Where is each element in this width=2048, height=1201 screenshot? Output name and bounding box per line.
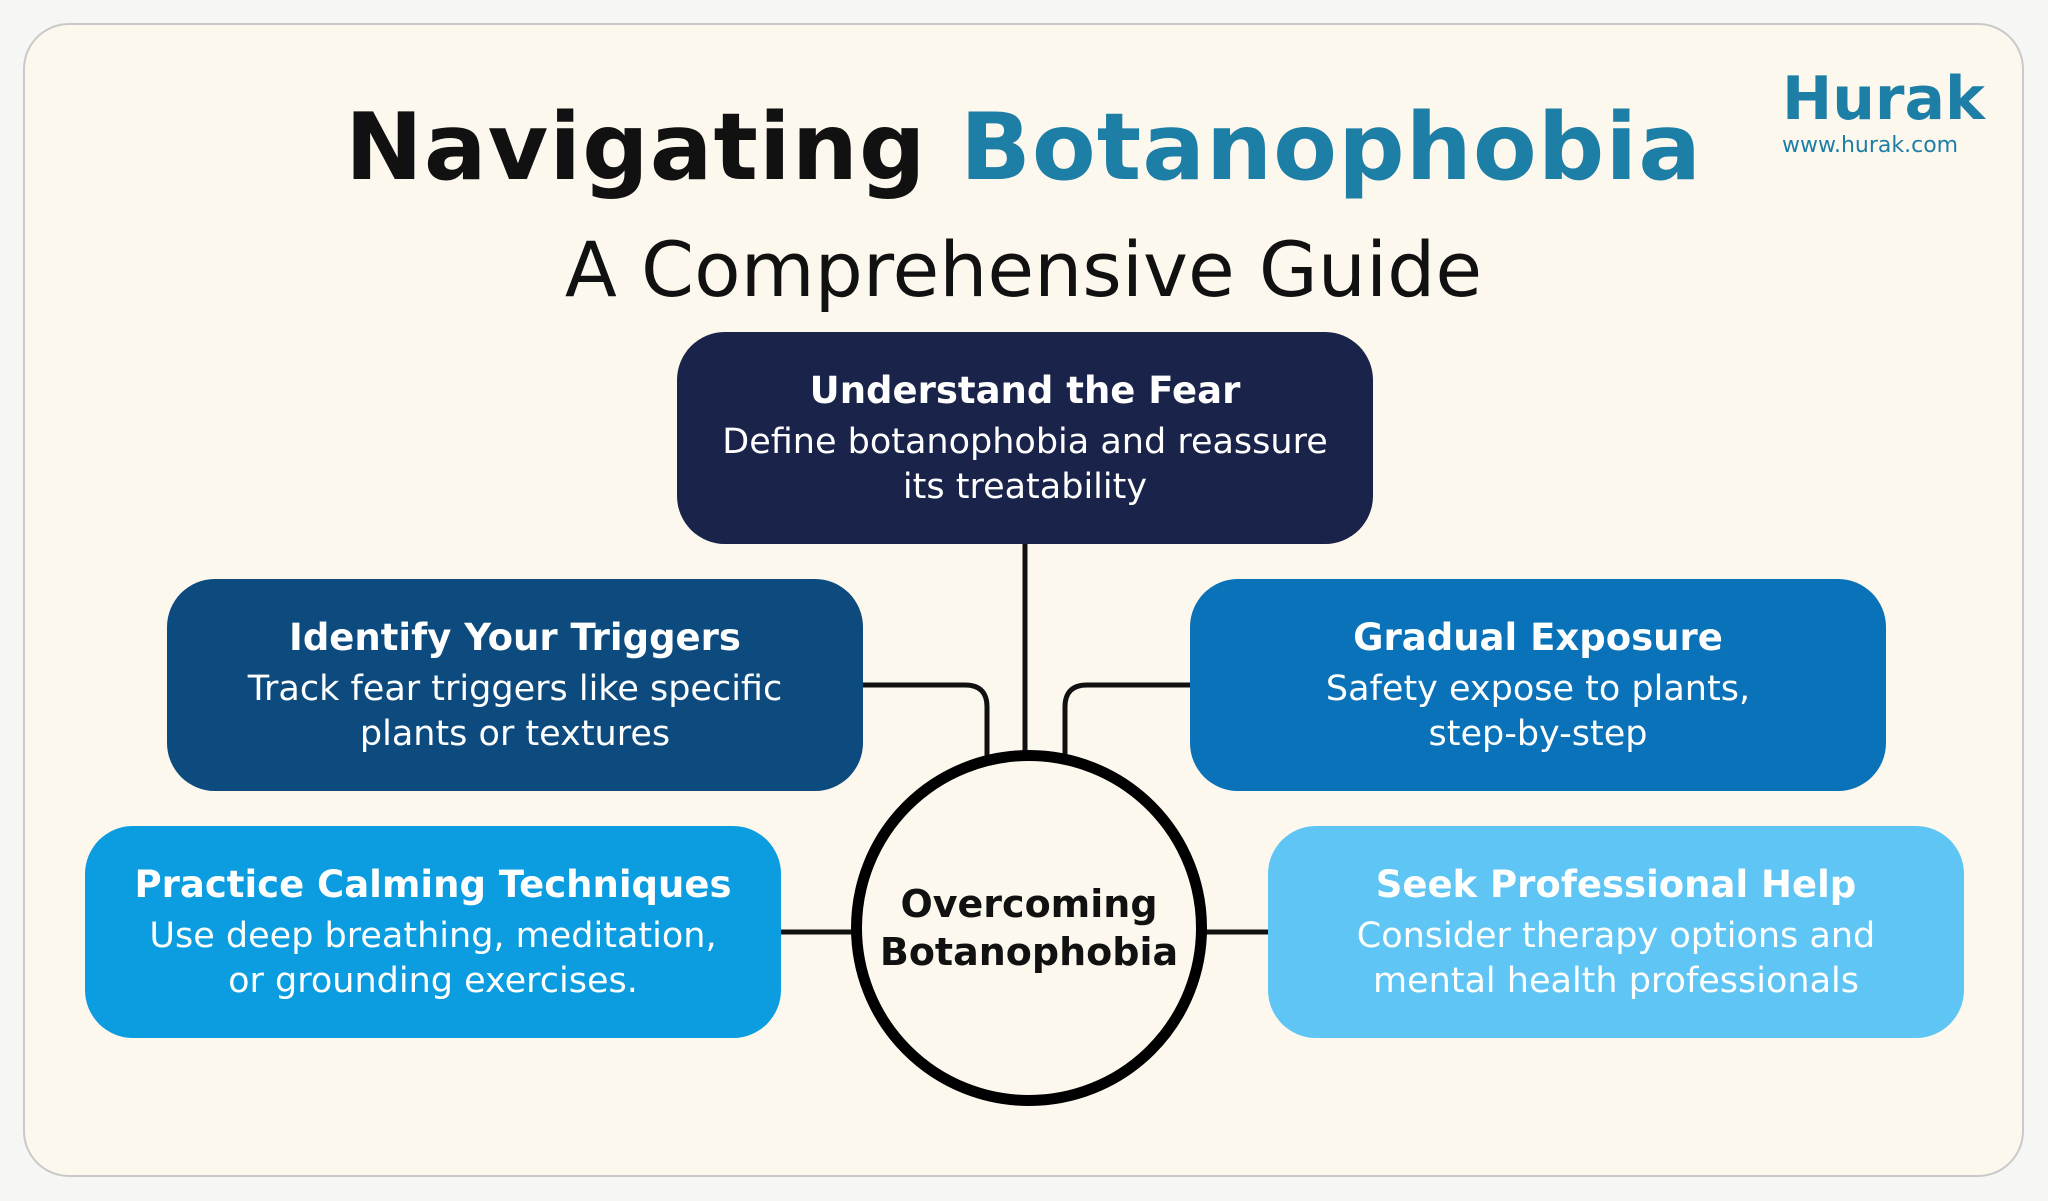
node-description: Safety expose to plants, step-by-step xyxy=(1326,667,1750,757)
node-seek-professional-help: Seek Professional Help Consider therapy … xyxy=(1268,826,1964,1038)
node-desc-line: Consider therapy options and xyxy=(1356,916,1876,956)
center-label-line: Overcoming xyxy=(900,882,1158,926)
node-title: Seek Professional Help xyxy=(1375,863,1857,906)
node-title: Understand the Fear xyxy=(809,369,1241,412)
node-title: Practice Calming Techniques xyxy=(134,863,732,906)
page-subtitle: A Comprehensive Guide xyxy=(564,225,1483,314)
node-identify-your-triggers: Identify Your Triggers Track fear trigge… xyxy=(167,579,863,791)
node-desc-line: Track fear triggers like specific xyxy=(247,669,783,709)
node-description: Track fear triggers like specific plants… xyxy=(248,667,782,757)
node-desc-line: Safety expose to plants, xyxy=(1325,669,1751,709)
node-desc-line: its treatability xyxy=(902,467,1148,507)
node-desc-line: mental health professionals xyxy=(1372,961,1860,1001)
node-description: Define botanophobia and reassure its tre… xyxy=(722,420,1327,510)
node-desc-line: Use deep breathing, meditation, xyxy=(149,916,717,956)
node-desc-line: or grounding exercises. xyxy=(228,961,638,1001)
node-description: Use deep breathing, meditation, or groun… xyxy=(149,914,716,1004)
node-desc-line: plants or textures xyxy=(359,714,671,754)
page-title: Navigating Botanophobia xyxy=(25,93,2022,201)
node-practice-calming-techniques: Practice Calming Techniques Use deep bre… xyxy=(85,826,781,1038)
center-label-line: Botanophobia xyxy=(879,930,1179,974)
node-description: Consider therapy options and mental heal… xyxy=(1357,914,1875,1004)
connector-left-upper xyxy=(863,682,990,770)
infographic-card: Navigating Botanophobia A Comprehensive … xyxy=(23,23,2024,1177)
center-label: Overcoming Botanophobia xyxy=(879,880,1179,976)
node-gradual-exposure: Gradual Exposure Safety expose to plants… xyxy=(1190,579,1886,791)
node-title: Gradual Exposure xyxy=(1353,616,1723,659)
center-hub: Overcoming Botanophobia xyxy=(851,750,1207,1106)
title-part-botanophobia: Botanophobia xyxy=(959,93,1702,201)
brand-url: www.hurak.com xyxy=(1782,133,1959,158)
node-desc-line: step-by-step xyxy=(1428,714,1648,754)
brand-name: Hurak xyxy=(1782,64,1985,134)
node-understand-the-fear: Understand the Fear Define botanophobia … xyxy=(677,332,1373,544)
brand-logo: Hurak www.hurak.com xyxy=(1782,65,2002,159)
connector-lines xyxy=(781,544,1268,935)
node-desc-line: Define botanophobia and reassure xyxy=(722,422,1328,462)
node-title: Identify Your Triggers xyxy=(289,616,741,659)
title-part-navigating: Navigating xyxy=(345,93,927,201)
connector-right-upper xyxy=(1062,682,1190,770)
